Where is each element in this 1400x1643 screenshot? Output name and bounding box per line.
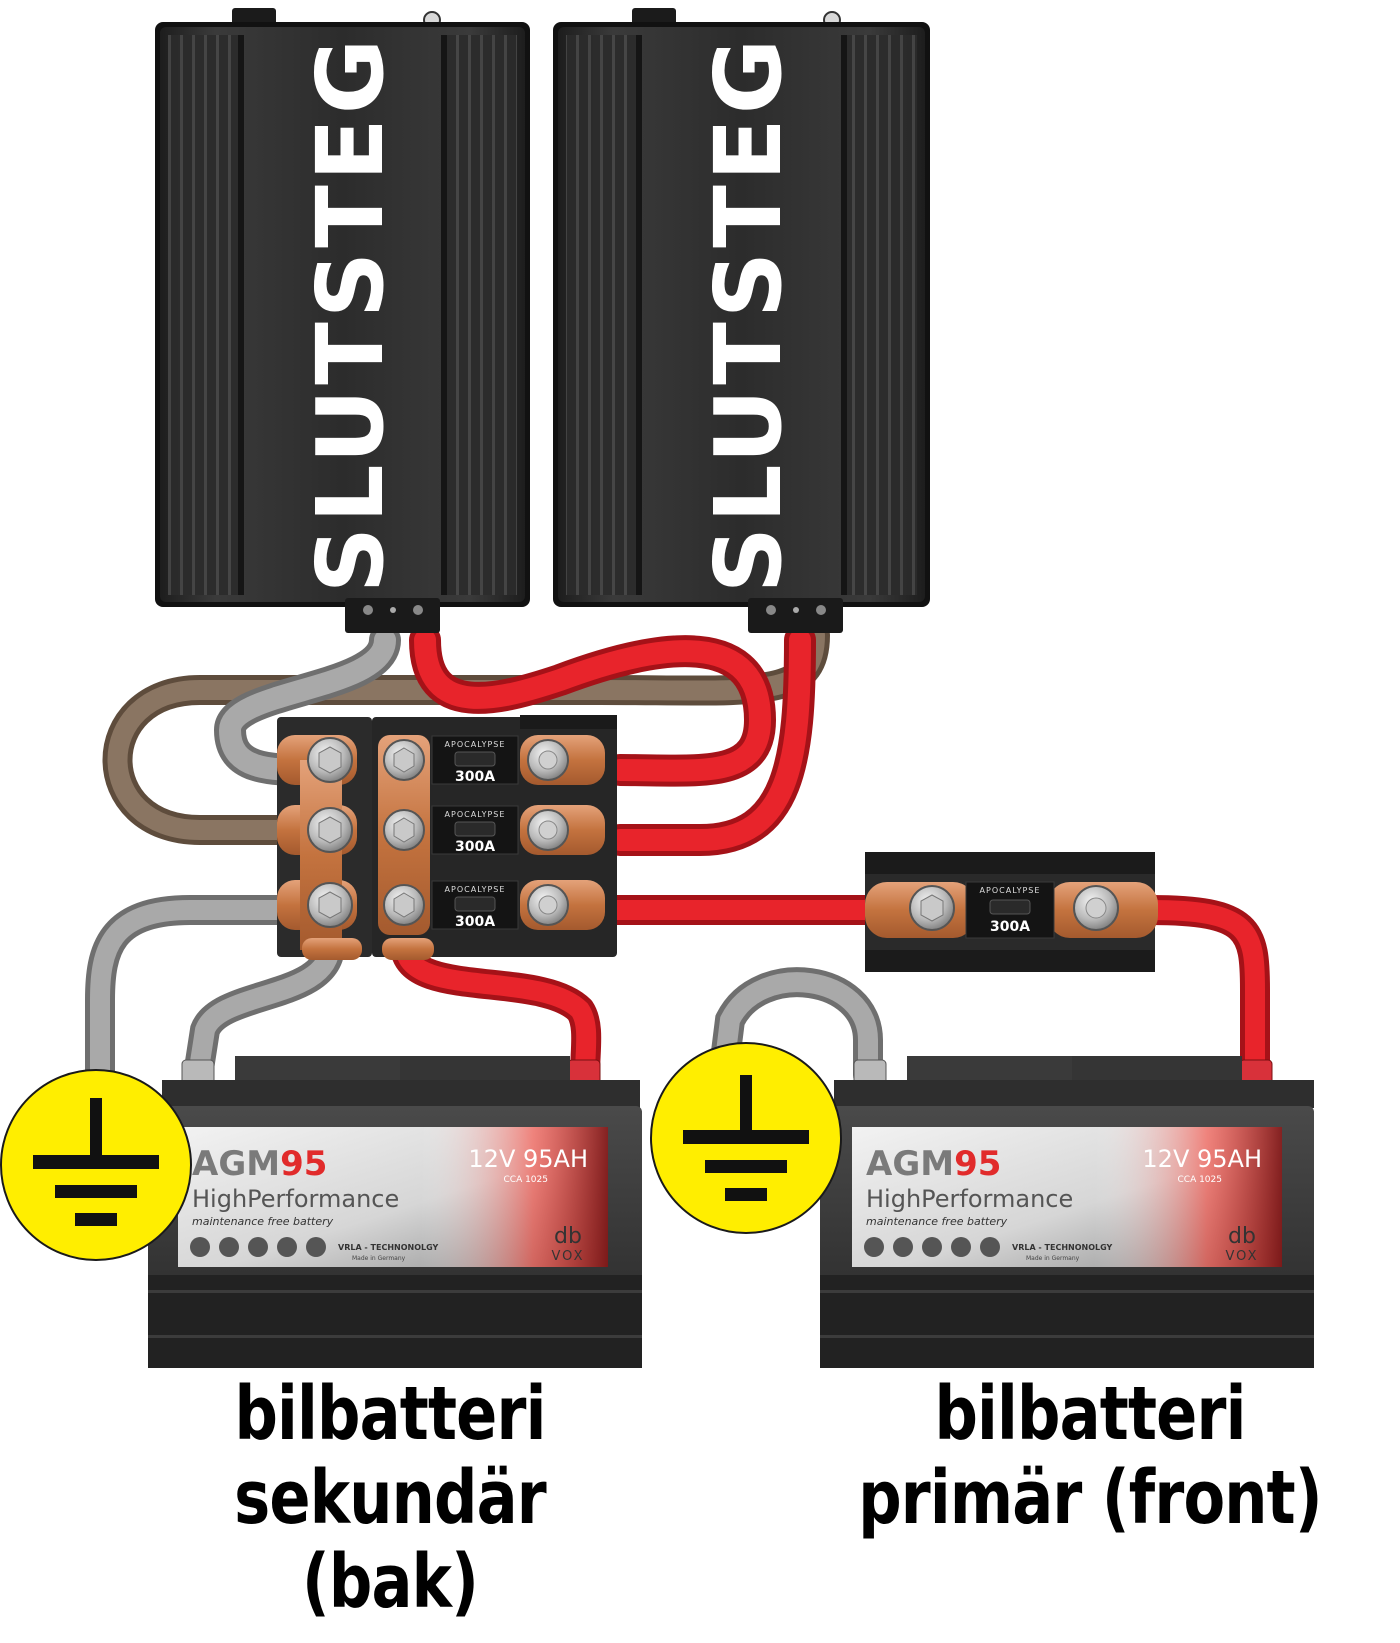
terminal-bolt-icon bbox=[527, 809, 569, 851]
terminal-bolt-icon bbox=[307, 807, 353, 853]
svg-text:AGM95: AGM95 bbox=[192, 1144, 327, 1184]
terminal-bolt-icon bbox=[383, 739, 425, 781]
battery-tagline: maintenance free battery bbox=[192, 1215, 334, 1228]
amplifier-label: SLUTSTEG bbox=[695, 35, 802, 593]
fuse-rating: 300A bbox=[455, 914, 495, 930]
caption-primary-battery: bilbatteri primär (front) bbox=[844, 1372, 1336, 1540]
amplifier-label: SLUTSTEG bbox=[297, 35, 404, 593]
battery-tech: VRLA - TECHNONOLGY bbox=[1012, 1243, 1113, 1252]
fuse-rating: 300A bbox=[455, 769, 495, 785]
battery-spec: 12V 95AH bbox=[468, 1145, 588, 1173]
ground-symbol-icon bbox=[650, 1042, 842, 1234]
fuse-icon: APOCALYPSE 300A bbox=[965, 881, 1055, 939]
cables bbox=[85, 620, 1270, 1105]
terminal-bolt-icon bbox=[527, 884, 569, 926]
caption-primary-line2: primär (front) bbox=[858, 1455, 1322, 1541]
battery-secondary: AGM95 12V 95AH CCA 1025 HighPerformance … bbox=[148, 1056, 642, 1368]
battery-brand-bottom: VOX bbox=[1226, 1249, 1259, 1264]
fuse-icon: APOCALYPSE 300A bbox=[431, 805, 519, 855]
fuse-brand: APOCALYPSE bbox=[445, 885, 506, 894]
fuse-icon: APOCALYPSE 300A bbox=[431, 880, 519, 930]
battery-brand-top: db bbox=[554, 1224, 582, 1249]
caption-secondary-battery: bilbatteri sekundär (bak) bbox=[144, 1372, 636, 1624]
fuse-brand: APOCALYPSE bbox=[445, 740, 506, 749]
battery-cca: CCA 1025 bbox=[504, 1175, 549, 1185]
terminal-bolt-icon bbox=[527, 739, 569, 781]
battery-spec: 12V 95AH bbox=[1142, 1145, 1262, 1173]
battery-line: HighPerformance bbox=[866, 1185, 1073, 1213]
battery-brand-top: db bbox=[1228, 1224, 1256, 1249]
fuse-icon: APOCALYPSE 300A bbox=[431, 735, 519, 785]
svg-text:AGM95: AGM95 bbox=[866, 1144, 1001, 1184]
caption-secondary-line1: bilbatteri bbox=[234, 1371, 546, 1457]
terminal-bolt-icon bbox=[307, 882, 353, 928]
battery-cca: CCA 1025 bbox=[1178, 1175, 1223, 1185]
inline-fuse-holder: APOCALYPSE 300A bbox=[865, 852, 1158, 972]
battery-model-prefix: AGM bbox=[192, 1144, 280, 1184]
battery-origin: Made in Germany bbox=[1026, 1255, 1080, 1262]
terminal-bolt-icon bbox=[307, 737, 353, 783]
fuse-rating: 300A bbox=[990, 919, 1030, 935]
battery-brand-bottom: VOX bbox=[552, 1249, 585, 1264]
distribution-block: APOCALYPSE 300A APOCALYPSE 300A APOCALYP… bbox=[277, 715, 617, 960]
terminal-bolt-icon bbox=[383, 884, 425, 926]
battery-tech: VRLA - TECHNONOLGY bbox=[338, 1243, 439, 1252]
battery-model-number: 95 bbox=[280, 1144, 327, 1184]
fuse-rating: 300A bbox=[455, 839, 495, 855]
fuse-brand: APOCALYPSE bbox=[445, 810, 506, 819]
battery-line: HighPerformance bbox=[192, 1185, 399, 1213]
vehicle-icons bbox=[190, 1237, 326, 1257]
battery-origin: Made in Germany bbox=[352, 1255, 406, 1262]
battery-model-prefix: AGM bbox=[866, 1144, 954, 1184]
caption-secondary-line2: sekundär (bak) bbox=[234, 1455, 547, 1625]
battery-tagline: maintenance free battery bbox=[866, 1215, 1008, 1228]
battery-model-number: 95 bbox=[954, 1144, 1001, 1184]
fuse-brand: APOCALYPSE bbox=[980, 886, 1041, 895]
amplifier-1: SLUTSTEG bbox=[155, 8, 530, 633]
terminal-bolt-icon bbox=[909, 885, 955, 931]
caption-primary-line1: bilbatteri bbox=[934, 1371, 1246, 1457]
vehicle-icons bbox=[864, 1237, 1000, 1257]
amplifier-2: SLUTSTEG bbox=[553, 8, 930, 633]
terminal-bolt-icon bbox=[383, 809, 425, 851]
battery-primary: AGM95 12V 95AH CCA 1025 HighPerformance … bbox=[820, 1056, 1314, 1368]
ground-symbol-icon bbox=[0, 1069, 192, 1261]
terminal-bolt-icon bbox=[1073, 885, 1119, 931]
